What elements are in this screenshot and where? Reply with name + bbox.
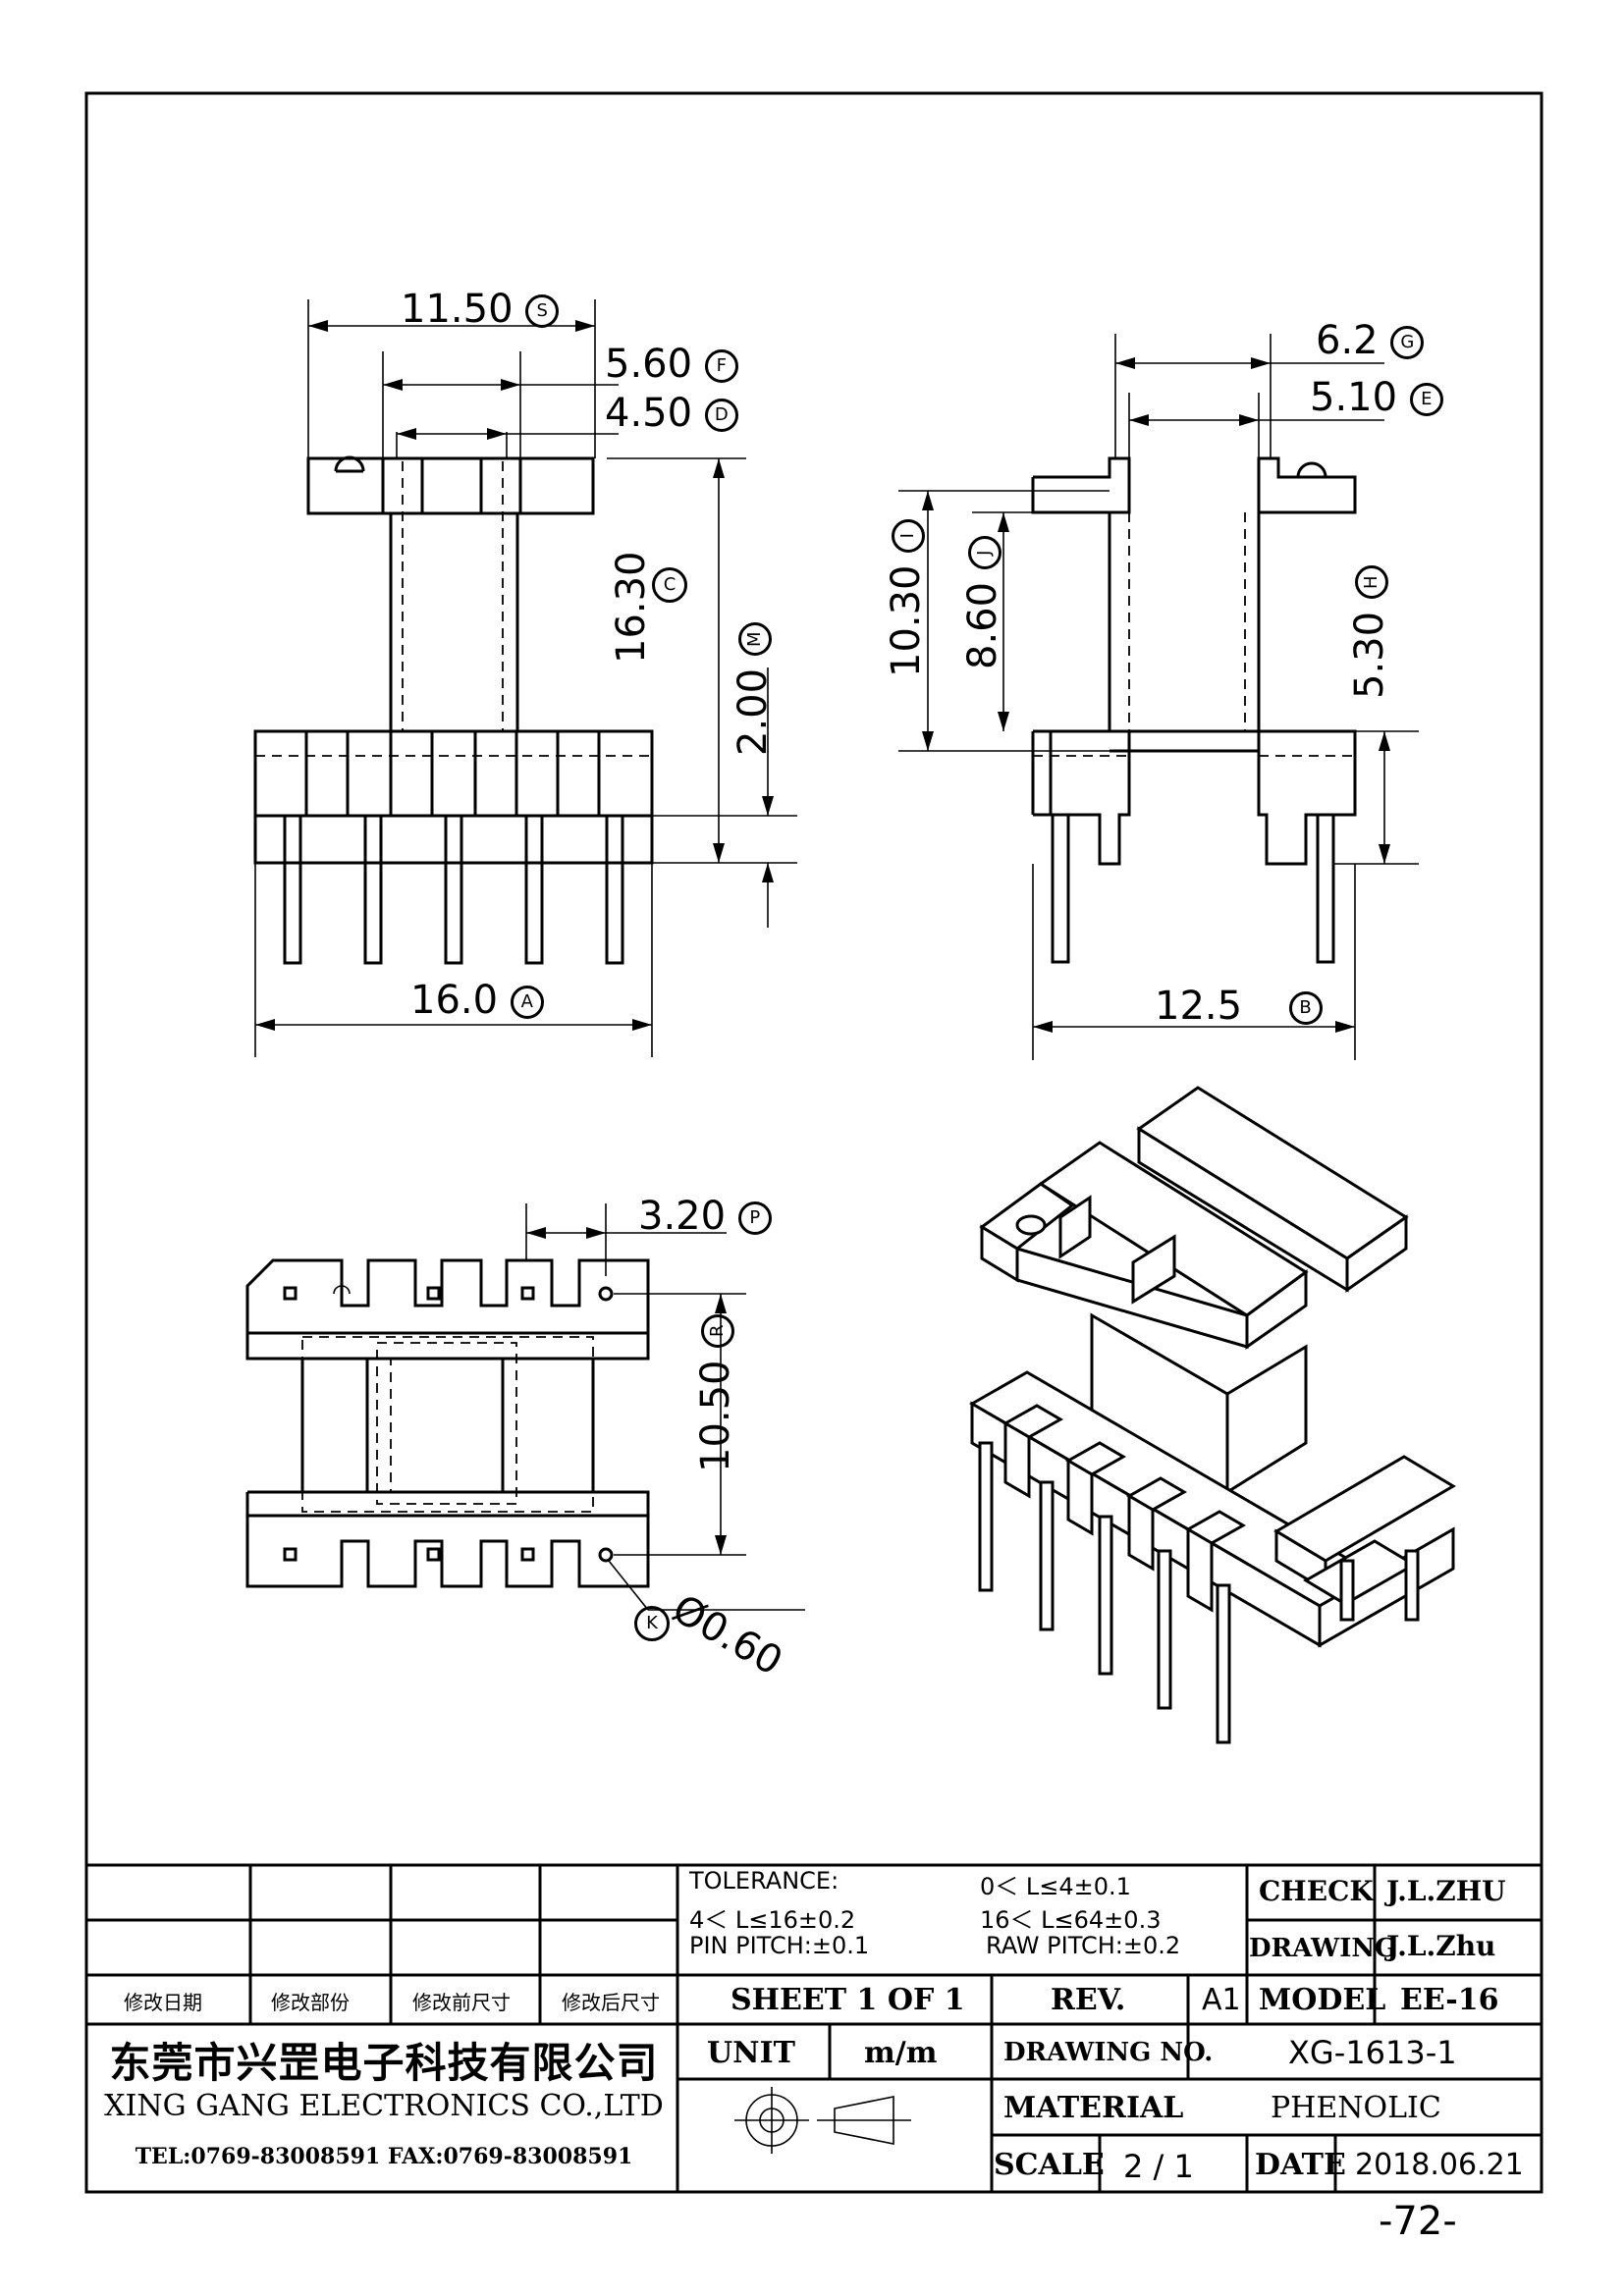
tag-circle-d: D xyxy=(704,399,738,432)
dim-label-r: 10.50 R xyxy=(693,1313,738,1472)
dim-value-s: 11.50 xyxy=(401,287,514,332)
model-value: EE-16 xyxy=(1400,1983,1499,2017)
tag-circle-g: G xyxy=(1390,326,1425,359)
drawing-frame xyxy=(84,91,1543,2194)
sheet-count: SHEET 1 OF 1 xyxy=(731,1983,965,2017)
dim-label-c: 16.30 xyxy=(609,551,654,664)
tag-circle-m: M xyxy=(738,622,772,657)
dim-label-s: 11.50 S xyxy=(401,287,560,332)
tag-circle-j: J xyxy=(968,536,1001,570)
dim-value-g: 6.2 xyxy=(1316,318,1379,363)
company-name-cn: 东莞市兴罡电子科技有限公司 xyxy=(109,2039,659,2087)
dim-value-i: 10.30 xyxy=(884,564,929,677)
rev-header-before: 修改前尺寸 xyxy=(412,1991,511,2014)
title-block-lines xyxy=(86,1863,1542,2192)
model-label: MODEL xyxy=(1259,1983,1386,2017)
page-number: -72- xyxy=(1379,2199,1457,2244)
dim-label-a: 16.0 A xyxy=(410,978,544,1023)
side-view-dimensions xyxy=(898,334,1419,1060)
rev-header-after: 修改后尺寸 xyxy=(562,1991,660,2014)
tolerance-range-1: 0＜ L≤4±0.1 xyxy=(980,1873,1131,1900)
tag-circle-f: F xyxy=(704,349,738,383)
rev-label: REV. xyxy=(1051,1983,1126,2017)
dim-value-e: 5.10 xyxy=(1310,375,1398,420)
dim-label-i: 10.30 I xyxy=(884,518,929,677)
drawing-by-value: J.L.Zhu xyxy=(1386,1930,1496,1962)
bottom-view xyxy=(245,1258,650,1588)
dim-value-b: 12.5 xyxy=(1155,984,1243,1029)
dim-value-r: 10.50 xyxy=(693,1360,738,1472)
projection-symbol-icon xyxy=(734,2087,911,2154)
scale-value: 2 / 1 xyxy=(1123,2148,1194,2185)
unit-value: m/m xyxy=(864,2036,938,2070)
rev-header-date: 修改日期 xyxy=(124,1991,202,2014)
check-value: J.L.ZHU xyxy=(1386,1875,1506,1907)
tag-circle-p: P xyxy=(737,1201,772,1235)
dim-label-e: 5.10 E xyxy=(1310,375,1443,420)
check-label: CHECK xyxy=(1259,1875,1374,1907)
dim-value-j: 8.60 xyxy=(960,581,1005,669)
company-name-en: XING GANG ELECTRONICS CO.,LTD xyxy=(104,2089,664,2123)
tag-circle-i: I xyxy=(892,518,925,553)
tag-circle-r: R xyxy=(701,1313,734,1348)
unit-label: UNIT xyxy=(707,2036,795,2070)
bottom-view-dimensions xyxy=(525,1203,805,1611)
company-contact: TEL:0769-83008591 FAX:0769-83008591 xyxy=(135,2144,633,2169)
front-view xyxy=(253,455,654,965)
dim-value-d: 4.50 xyxy=(605,391,693,436)
dim-label-h: 5.30 H xyxy=(1347,565,1392,699)
dim-value-h: 5.30 xyxy=(1347,611,1392,699)
tag-circle-s: S xyxy=(525,294,560,328)
scale-label: SCALE xyxy=(994,2148,1105,2182)
drawing-no-label: DRAWING NO. xyxy=(1003,2038,1214,2067)
tolerance-range-3: 16＜ L≤64±0.3 xyxy=(980,1906,1162,1934)
raw-pitch-tolerance: RAW PITCH:±0.2 xyxy=(986,1932,1181,1959)
dim-label-m: 2.00 M xyxy=(731,622,776,756)
tolerance-label: TOLERANCE: xyxy=(689,1867,839,1895)
drawing-no-value: XG-1613-1 xyxy=(1288,2034,1457,2071)
tag-circle-h: H xyxy=(1355,565,1388,600)
tolerance-range-2: 4＜ L≤16±0.2 xyxy=(689,1906,856,1934)
tag-circle-a: A xyxy=(510,986,544,1019)
front-view-dimensions xyxy=(254,299,797,1057)
dim-label-b: 12.5 B xyxy=(1155,984,1323,1029)
dim-value-m: 2.00 xyxy=(731,667,776,756)
rev-value: A1 xyxy=(1202,1983,1241,2017)
tag-circle-b: B xyxy=(1288,991,1323,1025)
pin-pitch-tolerance: PIN PITCH:±0.1 xyxy=(689,1932,870,1959)
rev-header-part: 修改部份 xyxy=(271,1991,350,2014)
dim-label-j: 8.60 J xyxy=(960,536,1005,669)
tag-circle-e: E xyxy=(1409,383,1443,416)
side-view xyxy=(1031,456,1357,964)
dim-label-d: 4.50 D xyxy=(605,391,738,436)
dim-value-p: 3.20 xyxy=(638,1194,727,1239)
material-label: MATERIAL xyxy=(1003,2091,1184,2125)
date-value: 2018.06.21 xyxy=(1355,2148,1524,2182)
dim-value-a: 16.0 xyxy=(410,978,499,1023)
tag-circle-k: K xyxy=(634,1606,670,1641)
dim-label-f: 5.60 F xyxy=(605,342,738,387)
isometric-view xyxy=(968,1086,1456,1744)
material-value: PHENOLIC xyxy=(1271,2091,1441,2125)
dim-label-p: 3.20 P xyxy=(638,1194,772,1239)
date-label: DATE xyxy=(1255,2148,1346,2182)
tag-circle-c: C xyxy=(652,567,687,603)
dim-label-g: 6.2 G xyxy=(1316,318,1425,363)
drawing-by-label: DRAWING xyxy=(1249,1934,1397,1963)
dim-value-f: 5.60 xyxy=(605,342,693,387)
